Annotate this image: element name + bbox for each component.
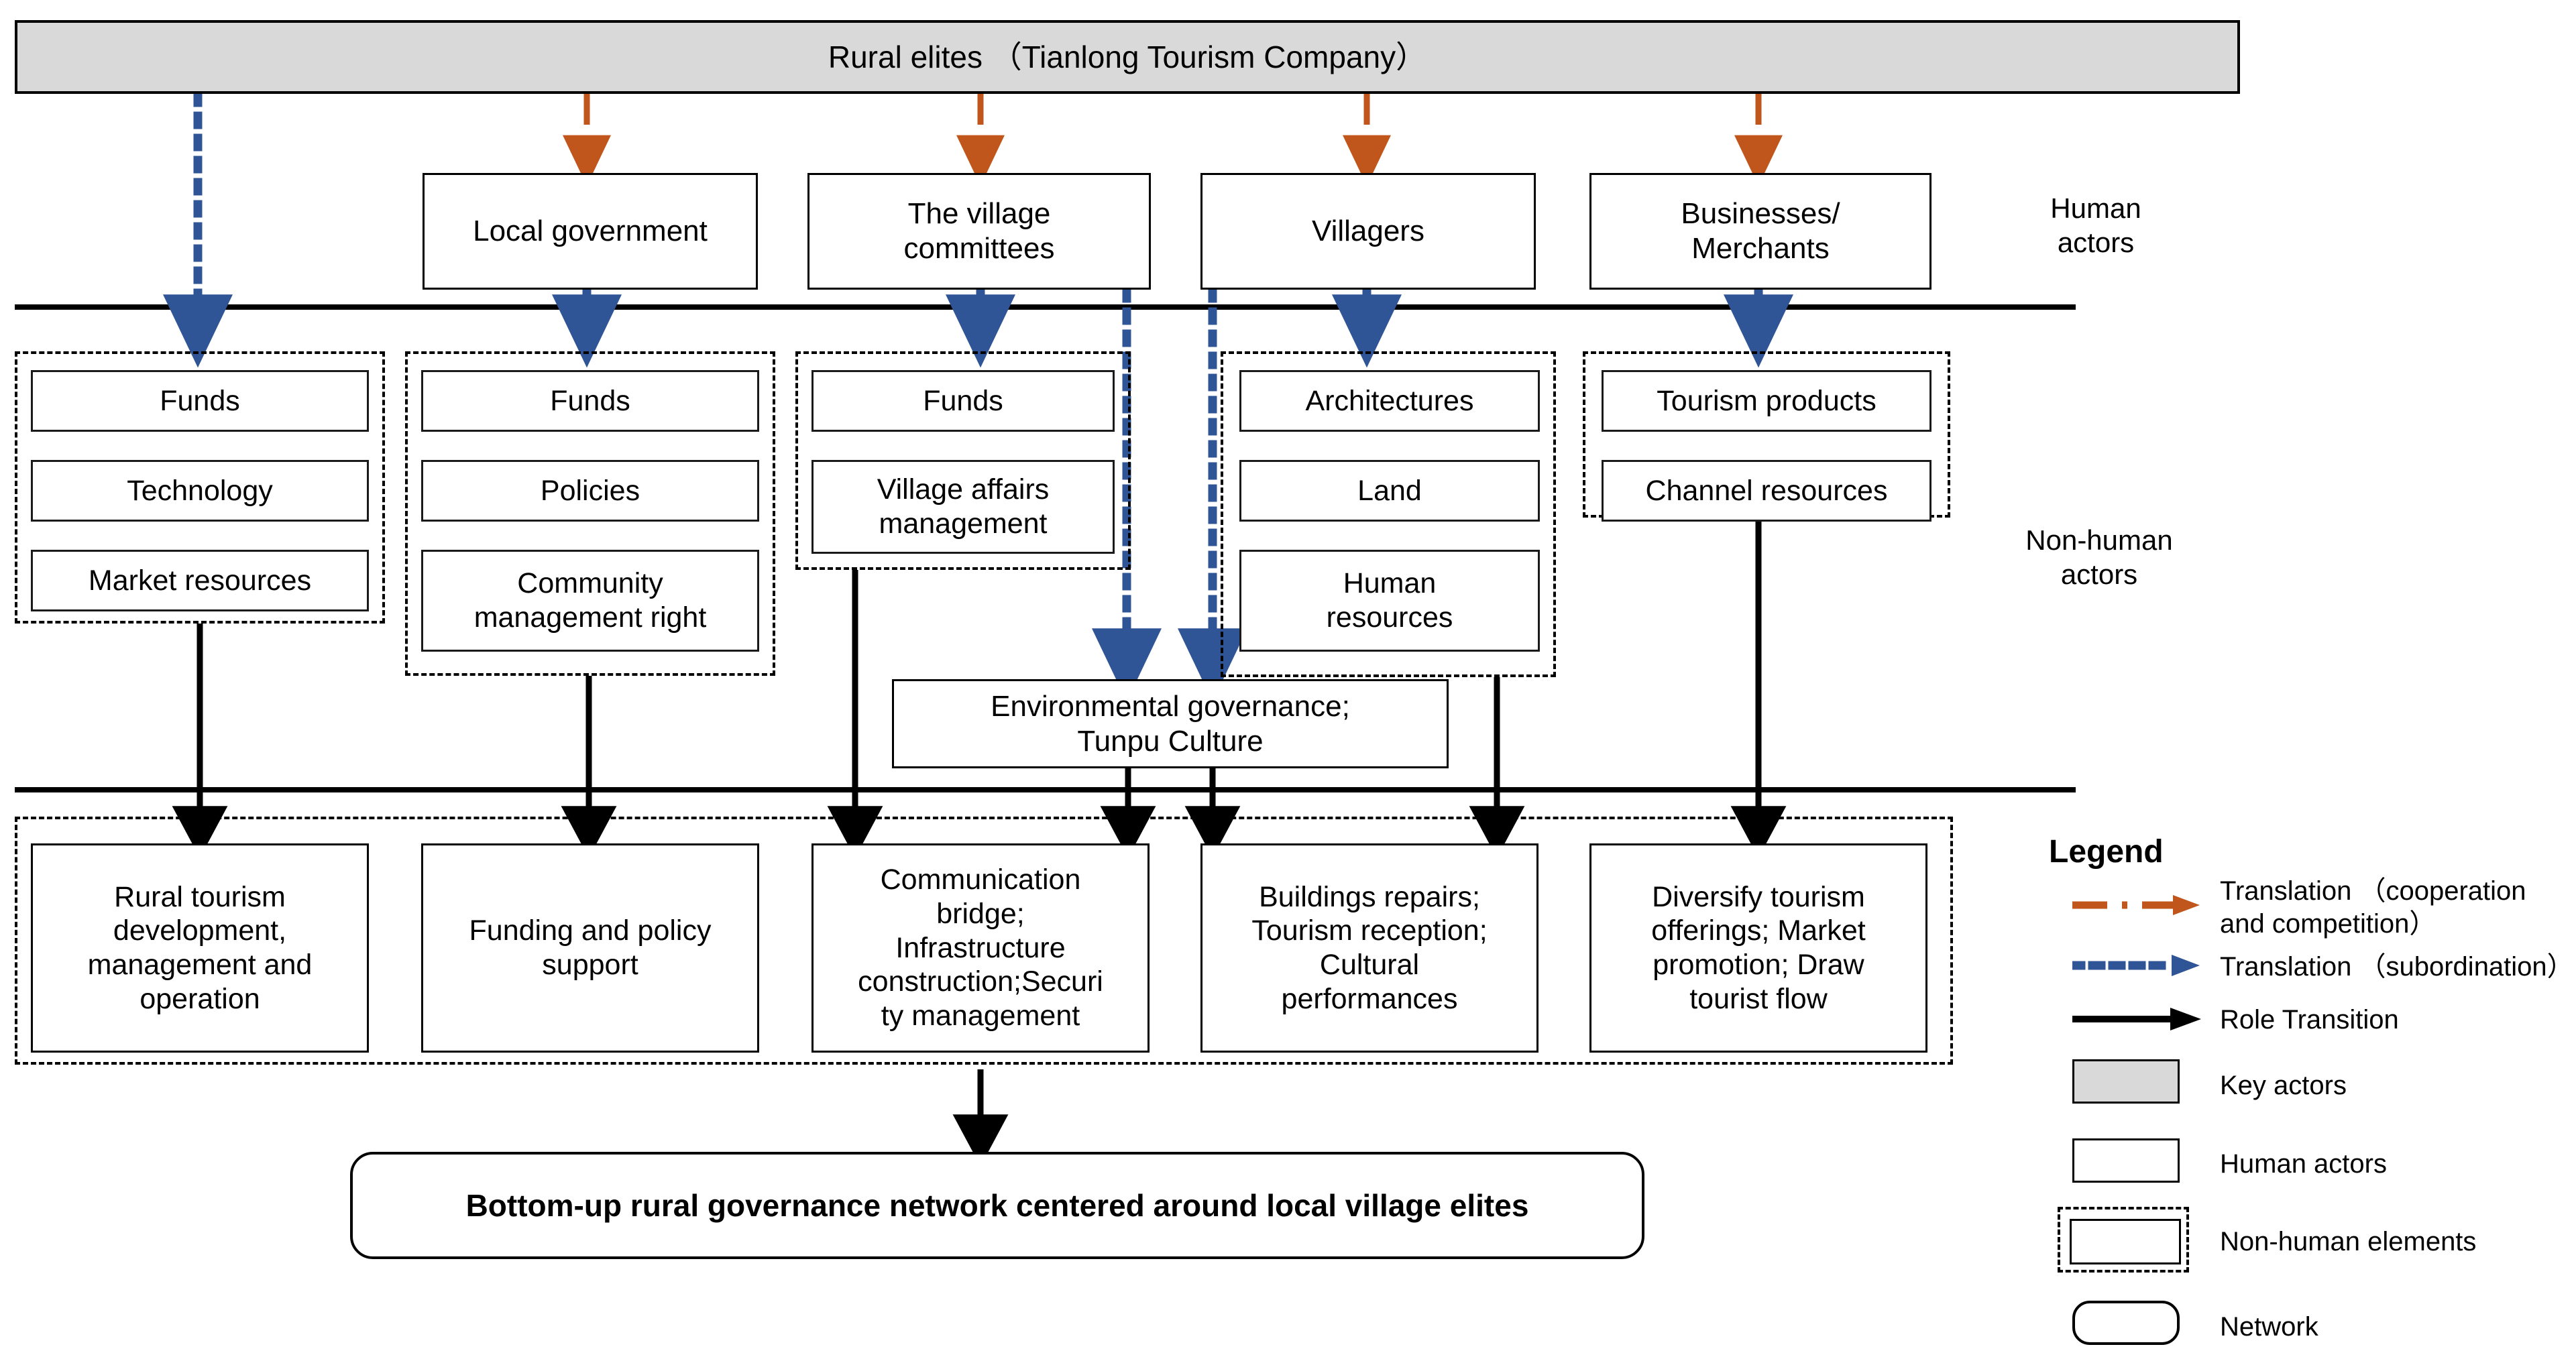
actor-label-line2: Merchants [1691,232,1830,265]
resource-box-funds[interactable]: Funds [31,370,369,432]
actor-box-businesses-merchants[interactable]: Businesses/ Merchants [1589,173,1931,290]
side-label-human-line2: actors [2057,227,2135,259]
resource-box-human-resources[interactable]: Human resources [1239,550,1540,652]
resource-box-technology[interactable]: Technology [31,460,369,522]
legend-icon-translation-subordination [2072,955,2200,976]
resource-box-village-affairs-management[interactable]: Village affairs management [811,460,1115,554]
env-label-line2: Tunpu Culture [1077,724,1264,758]
outcome-line: management and [87,949,313,981]
legend-icon-translation-cooperation [2072,895,2200,915]
resource-box-community-management-right[interactable]: Community management right [421,550,759,652]
legend-label-translation-cooperation: Translation （cooperation and competition… [2220,875,2575,941]
network-box[interactable]: Bottom-up rural governance network cente… [350,1152,1644,1259]
resource-box-environmental-governance[interactable]: Environmental governance; Tunpu Culture [892,679,1449,768]
outcome-box-rural-tourism-development[interactable]: Rural tourism development, management an… [31,843,369,1053]
resource-box-tourism-products[interactable]: Tourism products [1602,370,1931,432]
actor-label-line1: The village [907,197,1051,231]
legend-icon-network [2072,1301,2180,1345]
legend-label-non-human-elements: Non-human elements [2220,1227,2477,1256]
outcome-line: Buildings repairs; [1259,880,1480,913]
legend-title: Legend [2049,834,2164,870]
legend-label-line2: and competition） [2220,908,2437,939]
legend-icon-role-transition [2072,1008,2201,1030]
legend-icon-non-human-inner [2070,1219,2181,1264]
resource-group-elite [15,351,385,624]
outcome-line: Tourism reception; [1251,914,1488,947]
actor-box-local-government[interactable]: Local government [423,173,758,290]
outcome-box-diversify-tourism[interactable]: Diversify tourism offerings; Market prom… [1589,843,1927,1053]
legend-label-translation-subordination: Translation （subordination） [2220,952,2574,982]
legend-label-network: Network [2220,1312,2318,1342]
outcome-line: support [542,949,638,981]
translation-cooperation-edges [563,94,1783,186]
resource-label-line2: management [879,508,1048,540]
side-label-nonhuman-actors: Non-human actors [1978,523,2220,591]
outcome-line: tourist flow [1689,982,1828,1015]
outcome-line: bridge; [936,897,1025,930]
legend-label-key-actors: Key actors [2220,1071,2347,1100]
outcome-line: operation [139,982,260,1015]
resource-box-architectures[interactable]: Architectures [1239,370,1540,432]
outcome-line: Infrastructure [895,931,1066,964]
legend-label-human-actors: Human actors [2220,1149,2387,1179]
resource-label-line1: Community [517,567,663,600]
outcome-box-communication-bridge[interactable]: Communication bridge; Infrastructure con… [811,843,1150,1053]
resource-box-market-resources[interactable]: Market resources [31,550,369,611]
outcome-line: promotion; Draw [1653,949,1864,981]
outcome-line: Cultural [1319,949,1420,981]
outcome-line: ty management [881,1000,1080,1032]
side-label-nonhuman-line2: actors [2060,558,2138,591]
actor-box-villagers[interactable]: Villagers [1200,173,1536,290]
resource-label-line2: resources [1326,601,1453,634]
outcome-box-funding-policy-support[interactable]: Funding and policy support [421,843,759,1053]
side-label-human-actors: Human actors [1995,191,2196,259]
outcome-line: development, [113,914,287,947]
resource-label-line1: Human [1343,567,1437,600]
outcome-line: offerings; Market [1651,914,1866,947]
key-actor-bar[interactable]: Rural elites （Tianlong Tourism Company） [15,20,2240,94]
env-label-line1: Environmental governance; [991,689,1350,723]
legend-icon-non-human-elements [2058,1207,2189,1273]
outcome-line: performances [1281,982,1458,1015]
resource-box-funds[interactable]: Funds [421,370,759,432]
resource-box-land[interactable]: Land [1239,460,1540,522]
outcome-line: Diversify tourism [1652,880,1865,913]
actor-label-line2: committees [903,232,1055,265]
side-label-human-line1: Human [2050,192,2141,224]
outcome-box-buildings-repairs[interactable]: Buildings repairs; Tourism reception; Cu… [1200,843,1538,1053]
side-label-nonhuman-line1: Non-human [2025,524,2173,556]
outcome-line: Rural tourism [114,880,286,913]
resource-label-line1: Village affairs [877,473,1050,506]
resource-box-funds[interactable]: Funds [811,370,1115,432]
resource-box-policies[interactable]: Policies [421,460,759,522]
resource-group-committee [795,351,1131,570]
resource-group-villager [1221,351,1556,677]
legend-icon-human-actors [2072,1138,2180,1183]
actor-label-line1: Businesses/ [1681,197,1840,231]
legend-label-line1: Translation （cooperation [2220,876,2526,906]
resource-label-line2: management right [473,601,707,634]
legend-icon-key-actors [2072,1059,2180,1104]
outcome-line: construction;Securi [858,965,1103,998]
legend-label-role-transition: Role Transition [2220,1005,2399,1035]
outcome-group [15,817,1953,1065]
resource-group-government [405,351,775,676]
outcome-line: Funding and policy [469,914,712,947]
resource-box-channel-resources[interactable]: Channel resources [1602,460,1931,522]
actor-box-village-committees[interactable]: The village committees [807,173,1151,290]
outcome-line: Communication [880,864,1081,896]
